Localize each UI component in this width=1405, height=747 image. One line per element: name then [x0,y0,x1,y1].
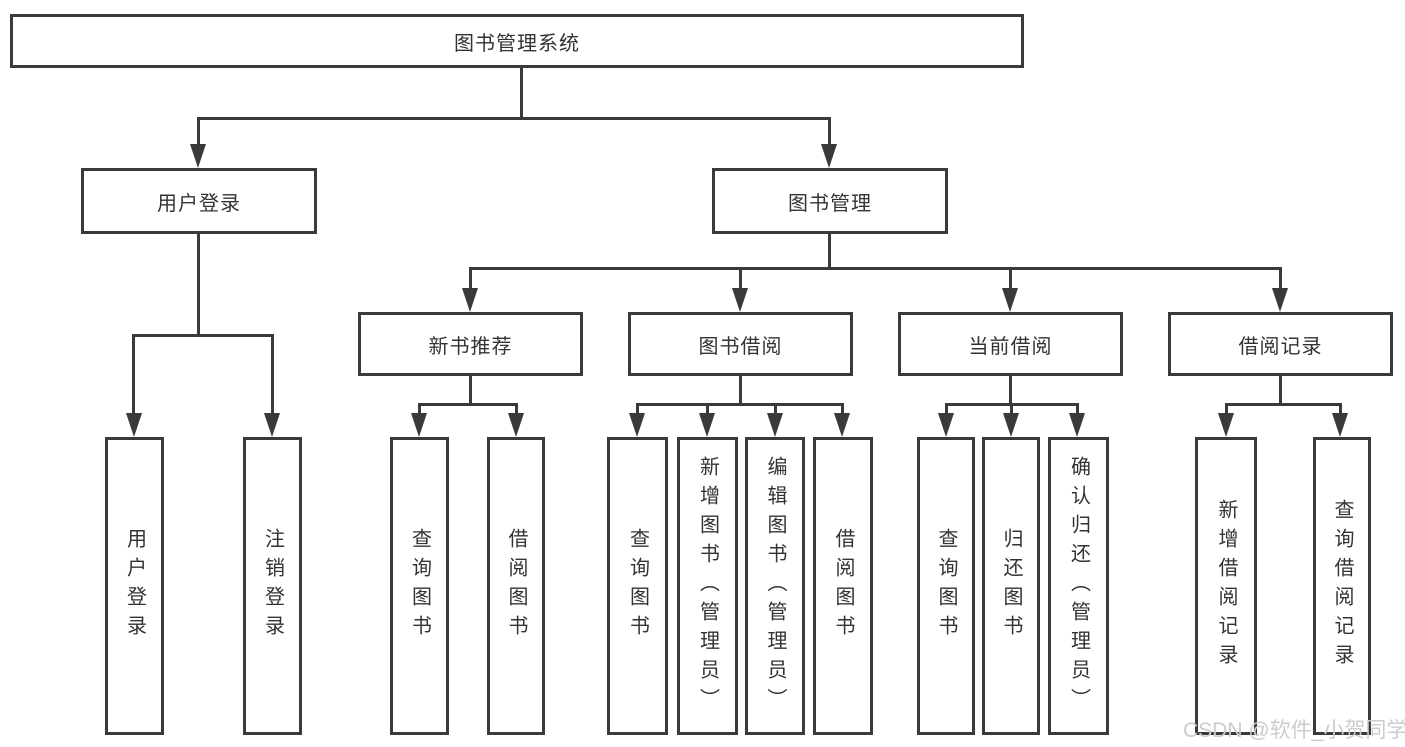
arrowhead-user-login [190,144,206,168]
leaf-borrow-book-label: 借阅图书 [832,528,854,644]
arrowhead-book-borrow [732,288,748,312]
connector-drop-g5-2 [1339,404,1342,414]
leaf-add-borrow-record-label: 新增借阅记录 [1215,499,1237,673]
connector-borrow-record-stem [1279,376,1282,406]
csdn-watermark: CSDN @软件_小贺同学 [1183,719,1405,742]
connector-book-borrow-stem [739,376,742,406]
connector-root-stem [520,66,523,118]
connector-drop-new-book-rec [469,268,472,288]
node-root: 图书管理系统 [10,14,1024,68]
leaf-edit-book-admin-label: 编辑图书（管理员） [764,455,786,717]
node-new-book-rec-label: 新书推荐 [428,335,513,358]
arrowhead-current-borrow [1002,288,1018,312]
arrowhead-book-mgmt [821,144,837,168]
connector-drop-user-login [197,118,200,146]
connector-book-mgmt-bar [469,267,1282,270]
connector-user-login-bar [132,334,274,337]
connector-drop-borrow-record [1279,268,1282,288]
leaf-query-borrow-record: 查询借阅记录 [1313,437,1371,735]
node-borrow-record-label: 借阅记录 [1238,335,1323,358]
connector-drop-g4-3 [1076,404,1079,414]
leaf-query-book-borrow: 查询图书 [607,437,668,735]
connector-book-borrow-bar [636,403,844,406]
connector-user-login-stem [197,234,200,337]
arrowhead-g3-2 [699,413,715,437]
leaf-borrow-book: 借阅图书 [813,437,873,735]
connector-borrow-record-bar [1225,403,1342,406]
leaf-edit-book-admin: 编辑图书（管理员） [745,437,805,735]
node-user-login: 用户登录 [81,168,317,234]
node-borrow-record: 借阅记录 [1168,312,1393,376]
node-book-borrow-label: 图书借阅 [698,335,783,358]
connector-drop-g2-2 [515,404,518,414]
node-book-mgmt: 图书管理 [712,168,948,234]
connector-drop-leaf-logout [271,335,274,413]
arrowhead-borrow-record [1272,288,1288,312]
leaf-query-book-rec: 查询图书 [390,437,449,735]
connector-drop-current-borrow [1009,268,1012,288]
connector-drop-g4-2 [1010,404,1013,414]
arrowhead-leaf-logout [264,413,280,437]
connector-drop-g3-2 [706,404,709,414]
node-book-borrow: 图书借阅 [628,312,853,376]
leaf-query-book-current-label: 查询图书 [935,528,957,644]
node-user-login-label: 用户登录 [157,192,241,215]
leaf-query-borrow-record-label: 查询借阅记录 [1331,499,1353,673]
leaf-borrow-book-rec: 借阅图书 [487,437,545,735]
connector-new-book-rec-bar [418,403,518,406]
arrowhead-g2-1 [411,413,427,437]
node-new-book-rec: 新书推荐 [358,312,583,376]
leaf-logout-label: 注销登录 [261,528,284,644]
connector-drop-book-borrow [739,268,742,288]
connector-drop-g5-1 [1225,404,1228,414]
arrowhead-g4-2 [1003,413,1019,437]
connector-drop-g3-4 [841,404,844,414]
leaf-add-book-admin: 新增图书（管理员） [677,437,738,735]
leaf-query-book-rec-label: 查询图书 [408,528,431,644]
arrowhead-leaf-login [126,413,142,437]
leaf-query-book-borrow-label: 查询图书 [626,528,649,644]
arrowhead-g3-1 [629,413,645,437]
connector-drop-book-mgmt [828,118,831,146]
arrowhead-g4-1 [938,413,954,437]
node-root-label: 图书管理系统 [454,32,580,55]
leaf-user-login: 用户登录 [105,437,164,735]
arrowhead-g5-1 [1218,413,1234,437]
arrowhead-g3-4 [834,413,850,437]
connector-drop-g2-1 [418,404,421,414]
connector-current-borrow-stem [1009,376,1012,406]
leaf-query-book-current: 查询图书 [917,437,975,735]
node-book-mgmt-label: 图书管理 [788,192,872,215]
connector-new-book-rec-stem [469,376,472,406]
leaf-return-book-label: 归还图书 [1000,528,1022,644]
leaf-user-login-label: 用户登录 [123,528,146,644]
node-current-borrow: 当前借阅 [898,312,1123,376]
connector-book-mgmt-stem [828,234,831,268]
arrowhead-g3-3 [767,413,783,437]
node-current-borrow-label: 当前借阅 [968,335,1053,358]
leaf-confirm-return-admin-label: 确认归还（管理员） [1067,455,1090,717]
leaf-add-borrow-record: 新增借阅记录 [1195,437,1257,735]
arrowhead-new-book-rec [462,288,478,312]
leaf-borrow-book-rec-label: 借阅图书 [505,528,527,644]
leaf-confirm-return-admin: 确认归还（管理员） [1048,437,1109,735]
connector-drop-leaf-login [132,335,135,413]
connector-root-bar [197,117,831,120]
connector-drop-g3-1 [636,404,639,414]
leaf-add-book-admin-label: 新增图书（管理员） [696,455,719,717]
leaf-logout: 注销登录 [243,437,302,735]
arrowhead-g4-3 [1069,413,1085,437]
connector-drop-g4-1 [945,404,948,414]
leaf-return-book: 归还图书 [982,437,1040,735]
arrowhead-g5-2 [1332,413,1348,437]
arrowhead-g2-2 [508,413,524,437]
connector-drop-g3-3 [774,404,777,414]
